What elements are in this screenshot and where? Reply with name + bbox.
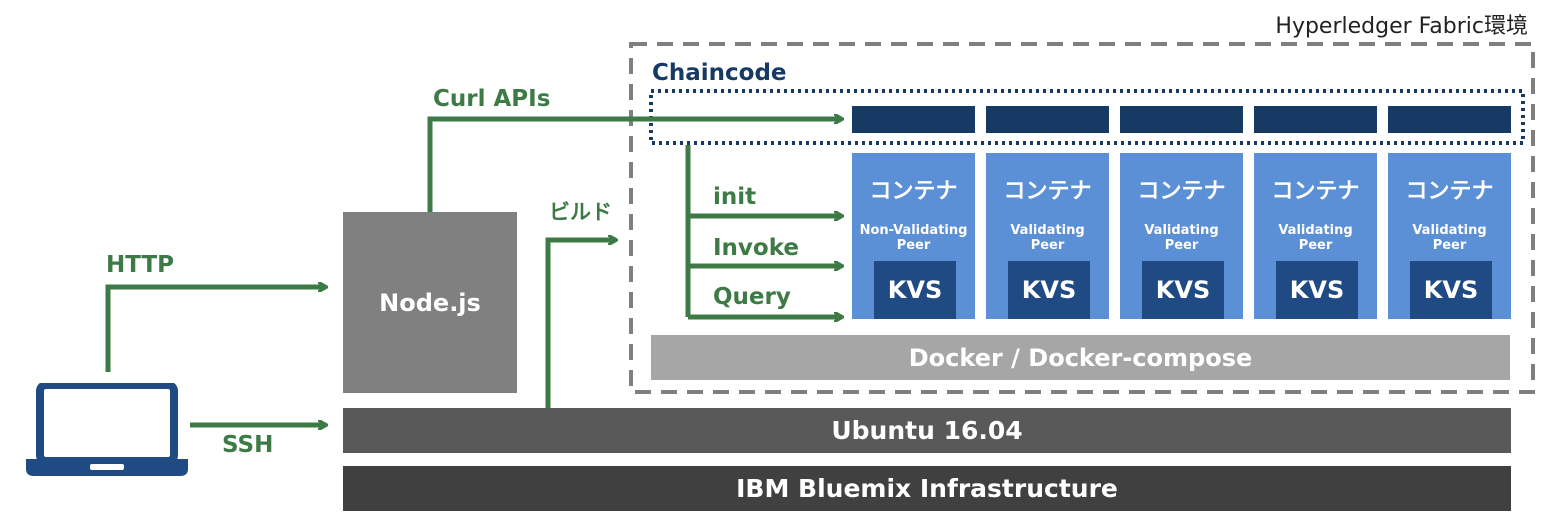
docker-layer: Docker / Docker-compose: [651, 335, 1510, 380]
peer-label: Non-Validating Peer: [852, 223, 975, 253]
peer-type: Validating: [1412, 223, 1487, 238]
peer-label: Validating Peer: [1388, 223, 1511, 253]
container-title: コンテナ: [1003, 179, 1092, 204]
query-label: Query: [713, 284, 791, 310]
container-4: コンテナ Validating Peer KVS: [1388, 153, 1511, 319]
container-title: コンテナ: [1137, 179, 1226, 204]
curl-arrow: [427, 119, 842, 212]
ubuntu-layer: Ubuntu 16.04: [343, 408, 1511, 453]
container-title: コンテナ: [869, 179, 958, 204]
infrastructure-layer: IBM Bluemix Infrastructure: [343, 466, 1511, 511]
kvs-store: KVS: [874, 261, 956, 319]
container-2: コンテナ Validating Peer KVS: [1120, 153, 1243, 319]
peer-label: Validating Peer: [1254, 223, 1377, 253]
peer-type: Validating: [1010, 223, 1085, 238]
peer-word: Peer: [1164, 238, 1199, 253]
chaincode-block: [1388, 106, 1511, 133]
peer-type: Validating: [1144, 223, 1219, 238]
peer-word: Peer: [1298, 238, 1333, 253]
chaincode-block: [852, 106, 975, 133]
chaincode-label: Chaincode: [652, 60, 787, 86]
kvs-store: KVS: [1142, 261, 1224, 319]
container-1: コンテナ Validating Peer KVS: [986, 153, 1109, 319]
container-title: コンテナ: [1271, 179, 1360, 204]
peer-word: Peer: [1030, 238, 1065, 253]
chaincode-block: [1120, 106, 1243, 133]
http-arrow: [105, 287, 326, 372]
peer-label: Validating Peer: [1120, 223, 1243, 253]
nodejs-box: Node.js: [343, 212, 517, 393]
build-label: ビルド: [549, 200, 612, 224]
http-label: HTTP: [106, 252, 175, 278]
environment-title: Hyperledger Fabric環境: [1275, 14, 1528, 39]
kvs-store: KVS: [1276, 261, 1358, 319]
init-label: init: [713, 184, 757, 210]
container-3: コンテナ Validating Peer KVS: [1254, 153, 1377, 319]
invoke-label: Invoke: [713, 235, 800, 261]
ssh-label: SSH: [222, 432, 274, 458]
container-0: コンテナ Non-Validating Peer KVS: [852, 153, 975, 319]
peer-type: Validating: [1278, 223, 1353, 238]
container-title: コンテナ: [1405, 179, 1494, 204]
peer-word: Peer: [1432, 238, 1467, 253]
chaincode-block: [1254, 106, 1377, 133]
curl-apis-label: Curl APIs: [433, 86, 551, 112]
laptop-icon: [26, 383, 188, 476]
kvs-store: KVS: [1008, 261, 1090, 319]
peer-type: Non-Validating: [859, 223, 968, 238]
peer-word: Peer: [896, 238, 931, 253]
fabric-environment-boundary: [629, 42, 1535, 394]
peer-label: Validating Peer: [986, 223, 1109, 253]
chaincode-block: [986, 106, 1109, 133]
kvs-store: KVS: [1410, 261, 1492, 319]
build-arrow: [545, 240, 616, 408]
